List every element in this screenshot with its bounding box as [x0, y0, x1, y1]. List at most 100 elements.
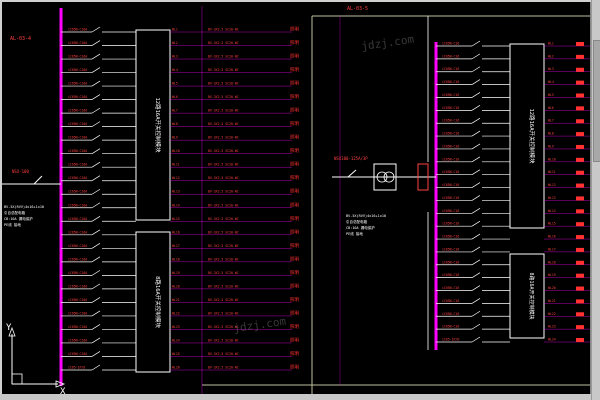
right-circuit-breaker-label: iC65N-C16	[442, 119, 459, 123]
left-circuit-load: 照明	[290, 67, 299, 73]
right-module-bottom	[509, 253, 545, 339]
left-circuit-breaker-label: iC65N-C16A	[68, 284, 87, 288]
right-circuit-load-marker	[576, 273, 584, 278]
left-circuit-load: 照明	[290, 256, 299, 262]
right-circuit-load-marker	[576, 299, 584, 304]
right-circuit-breaker-label: iC65N-C16	[442, 247, 459, 251]
right-circuit-row: iC65-1P/D WL24	[436, 336, 590, 343]
right-circuit-load-marker	[576, 67, 584, 72]
left-circuit-breaker-label: iC65N-C16A	[68, 136, 87, 140]
ucs-icon: Y X	[6, 323, 66, 394]
left-circuit-id: WL23	[172, 325, 180, 329]
left-circuit-id: WL2	[172, 41, 178, 45]
left-circuit-breaker-label: iC65N-C16A	[68, 122, 87, 126]
left-circuit-load: 照明	[290, 135, 299, 141]
right-circuit-breaker-label: iC65N-C16	[442, 222, 459, 226]
left-module-bottom-label: 8路16A开关控制模块	[154, 276, 162, 328]
right-circuit-load-marker	[576, 260, 584, 265]
drawing-canvas[interactable]: AL-03-4 AL-03-5 NSX-100 BV-5X(RVV)4x16+1…	[2, 2, 591, 394]
left-circuit-breaker-label: iC65-1P/D	[68, 366, 85, 370]
right-transformer-coil-a	[376, 171, 388, 183]
right-circuit-breaker-label: iC65N-C16	[442, 42, 459, 46]
left-circuit-cable: BV-3X2.5 SC20-WC	[208, 136, 239, 140]
left-circuit-id: WL22	[172, 311, 180, 315]
right-circuit-breaker-label: iC65N-C16	[442, 93, 459, 97]
right-circuit-load-marker	[576, 209, 584, 214]
right-circuit-row: iC65N-C16 WL12	[436, 182, 590, 188]
right-circuit-id: WL16	[548, 235, 556, 239]
right-module-bottom-label: 8路16A开关控制模块	[528, 272, 535, 319]
left-circuit-load: 照明	[290, 297, 299, 303]
right-circuit-id: WL12	[548, 183, 556, 187]
left-circuit-breaker-label: iC65N-C16A	[68, 203, 87, 207]
right-circuit-breaker-label: iC65N-C16	[442, 196, 459, 200]
left-circuit-id: WL11	[172, 163, 180, 167]
left-circuit-id: WL5	[172, 82, 178, 86]
right-module-top	[509, 43, 545, 229]
left-circuit-cable: BV-3X2.5 SC20-WC	[208, 82, 239, 86]
right-circuit-id: WL3	[548, 67, 554, 71]
left-circuit-cable: BV-3X2.5 SC20-WC	[208, 284, 239, 288]
left-incoming-feeder: NSX-100 BV-5X(RVV)4x16+1x10 引自总配电箱 CB:10…	[2, 169, 61, 227]
vertical-scrollbar[interactable]	[591, 0, 600, 400]
right-circuit-breaker-label: iC65N-C16	[442, 260, 459, 264]
right-incoming-note-2: 引自总配电箱	[346, 219, 367, 224]
left-circuit-breaker-label: iC65N-C16A	[68, 163, 87, 167]
right-contactor	[417, 163, 429, 191]
left-circuit-id: WL18	[172, 257, 180, 261]
right-circuit-id: WL21	[548, 299, 556, 303]
left-circuit-breaker-label: iC65N-C16A	[68, 217, 87, 221]
left-incoming-note-1: BV-5X(RVV)4x16+1x10	[4, 205, 44, 209]
left-circuit-cable: BV-3X2.5 SC20-WC	[208, 311, 239, 315]
left-circuit-cable: BV-3X2.5 SC20-WC	[208, 28, 239, 32]
right-circuit-id: WL24	[548, 338, 556, 342]
right-circuit-row: iC65N-C16 WL18	[436, 259, 590, 266]
horizontal-scrollbar[interactable]	[0, 394, 591, 400]
right-circuit-load-marker	[576, 183, 584, 188]
right-circuit-breaker-label: iC65N-C16	[442, 183, 459, 187]
right-circuit-id: WL18	[548, 260, 556, 264]
right-circuit-id: WL19	[548, 273, 556, 277]
vertical-scrollbar-thumb[interactable]	[593, 40, 600, 162]
left-circuit-load: 照明	[290, 337, 299, 343]
right-circuit-load-marker	[576, 196, 584, 201]
left-circuit-breaker-label: iC65N-C16A	[68, 190, 87, 194]
left-circuit-id: WL10	[172, 149, 180, 153]
left-circuit-id: WL6	[172, 95, 178, 99]
right-circuit-id: WL1	[548, 42, 554, 46]
right-circuit-breaker-label: iC65-1P/D	[442, 338, 459, 342]
left-circuit-load: 照明	[290, 270, 299, 276]
watermark-left: jdzj.com	[233, 315, 288, 335]
right-circuit-id: WL23	[548, 325, 556, 329]
left-circuit-cable: BV-3X2.5 SC20-WC	[208, 352, 239, 356]
right-circuit-row: iC65N-C16 WL1	[436, 40, 590, 47]
left-circuit-load: 照明	[290, 243, 299, 249]
right-incoming-note-3: CB:10A 漏电保护	[346, 225, 375, 230]
left-circuit-cable: BV-3X2.5 SC20-WC	[208, 95, 239, 99]
right-circuit-id: WL6	[548, 106, 554, 110]
right-circuit-id: WL10	[548, 157, 556, 161]
left-panel-id: AL-03-4	[10, 36, 31, 42]
left-circuit-id: WL4	[172, 68, 178, 72]
right-circuit-load-marker	[576, 42, 584, 46]
right-circuit-load-marker	[576, 286, 584, 291]
